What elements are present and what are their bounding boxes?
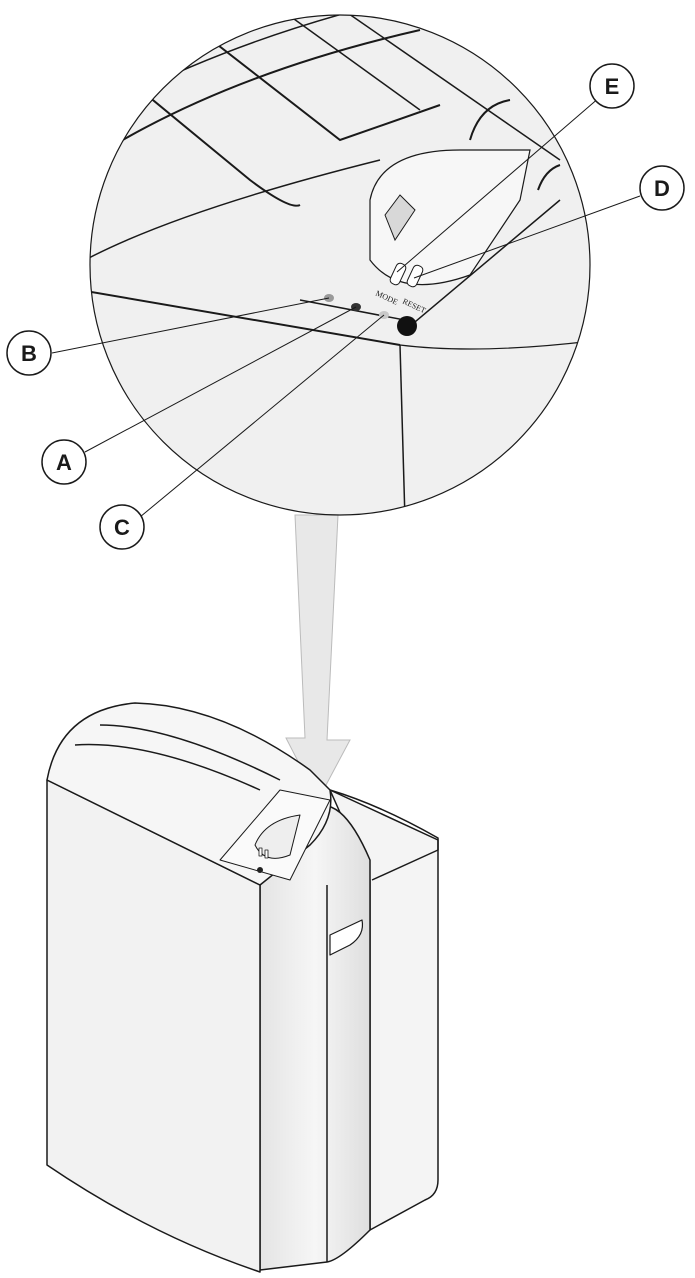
unit-power-button [257, 867, 263, 873]
svg-text:B: B [21, 341, 37, 366]
callout-a: A [41, 439, 87, 485]
magnified-detail: MODE RESET [89, 14, 591, 516]
unit-illustration [46, 702, 439, 1273]
svg-text:E: E [605, 74, 620, 99]
callout-leaders [51, 96, 641, 518]
power-button [397, 316, 417, 336]
mode-button [389, 262, 407, 286]
callout-d: D [639, 165, 685, 211]
callout-c: C [99, 504, 145, 550]
svg-text:C: C [114, 515, 130, 540]
reset-button [406, 264, 424, 288]
callout-b: B [6, 330, 52, 376]
callout-e: E [589, 63, 635, 109]
svg-text:D: D [654, 176, 670, 201]
svg-text:A: A [56, 450, 72, 475]
zoom-arrow [285, 514, 351, 802]
